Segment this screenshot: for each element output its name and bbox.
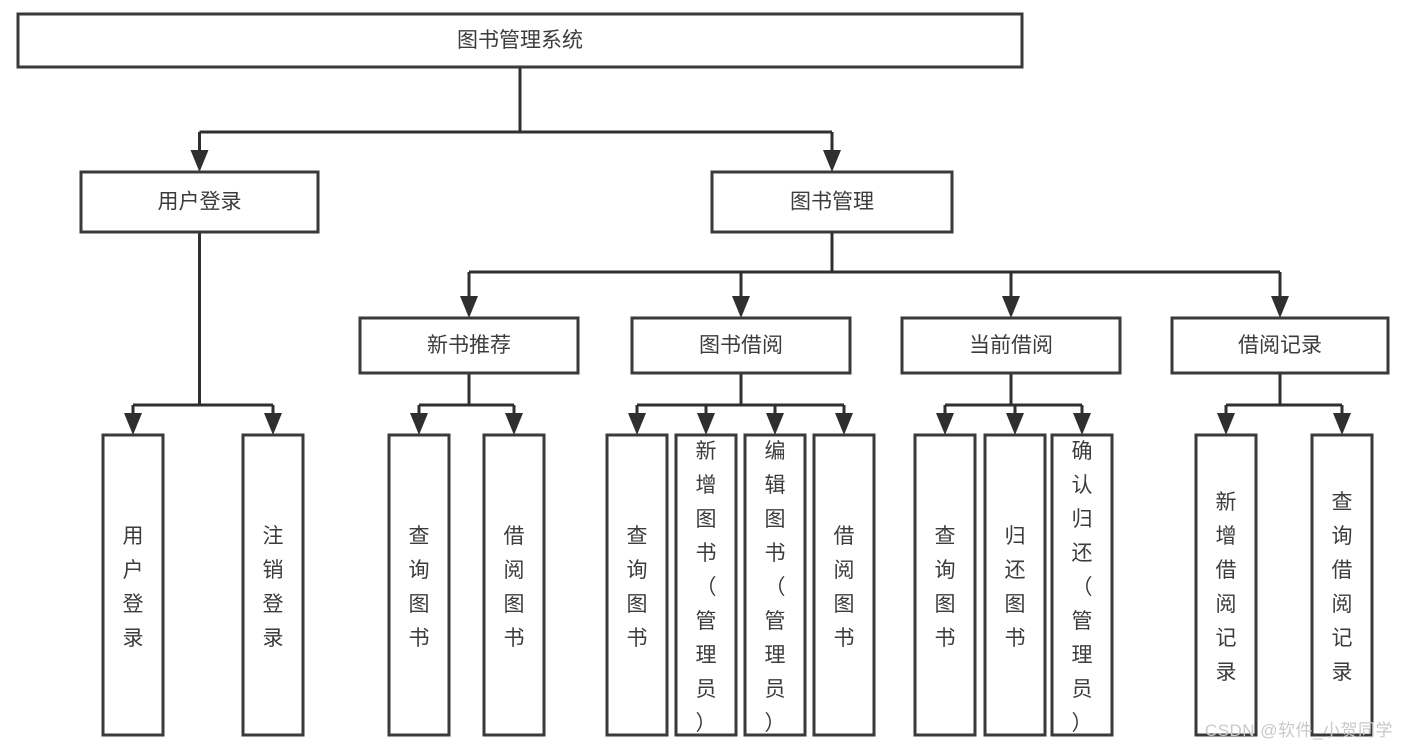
node-label-leaf-borrow-book-2: 借阅图书: [834, 525, 855, 650]
node-leaf-confirm-return[interactable]: 确认归还（管理员）: [1050, 433, 1114, 737]
node-box-current-borrow[interactable]: [900, 316, 1122, 375]
node-label-leaf-add-record: 新增借阅记录: [1216, 491, 1237, 684]
arrow-head-icon-borrow-record: [1271, 296, 1289, 318]
node-leaf-return-book[interactable]: 归还图书: [983, 433, 1047, 737]
node-user-login[interactable]: 用户登录: [79, 170, 320, 234]
arrow-head-icon-leaf-add-record: [1217, 413, 1235, 435]
node-box-leaf-edit-book[interactable]: [743, 433, 807, 737]
node-box-root[interactable]: [16, 12, 1024, 69]
node-label-borrow-record: 借阅记录: [1238, 334, 1322, 357]
node-leaf-query-record[interactable]: 查询借阅记录: [1310, 433, 1374, 737]
arrow-head-icon-leaf-confirm-return: [1073, 413, 1091, 435]
arrow-head-icon-leaf-query-book-3: [936, 413, 954, 435]
node-leaf-borrow-book-2[interactable]: 借阅图书: [812, 433, 876, 737]
node-leaf-query-book-3[interactable]: 查询图书: [913, 433, 977, 737]
arrow-head-icon-leaf-edit-book: [766, 413, 784, 435]
node-label-leaf-user-login: 用户登录: [123, 525, 144, 650]
node-label-leaf-confirm-return: 确认归还（管理员）: [1072, 440, 1093, 735]
node-label-leaf-return-book: 归还图书: [1005, 525, 1026, 650]
node-box-new-book-recommend[interactable]: [358, 316, 580, 375]
node-label-current-borrow: 当前借阅: [969, 334, 1053, 357]
node-label-leaf-query-record: 查询借阅记录: [1332, 491, 1353, 684]
node-leaf-user-login[interactable]: 用户登录: [101, 433, 165, 737]
node-box-leaf-query-book-1[interactable]: [387, 433, 451, 737]
arrow-head-icon-new-book-recommend: [460, 296, 478, 318]
node-box-book-borrow[interactable]: [630, 316, 852, 375]
arrow-head-icon-leaf-query-book-2: [628, 413, 646, 435]
arrow-head-icon-book-borrow: [732, 296, 750, 318]
node-leaf-borrow-book-1[interactable]: 借阅图书: [482, 433, 546, 737]
node-label-leaf-query-book-1: 查询图书: [409, 525, 430, 650]
connector-lines: [124, 67, 1351, 435]
node-label-leaf-query-book-3: 查询图书: [935, 525, 956, 650]
node-leaf-user-logout[interactable]: 注销登录: [241, 433, 305, 737]
node-book-borrow[interactable]: 图书借阅: [630, 316, 852, 375]
node-box-leaf-borrow-book-2[interactable]: [812, 433, 876, 737]
node-label-book-manage: 图书管理: [790, 191, 874, 214]
arrow-head-icon-leaf-user-logout: [264, 413, 282, 435]
arrow-head-icon-book-manage: [823, 150, 841, 172]
arrow-head-icon-leaf-query-record: [1333, 413, 1351, 435]
node-new-book-recommend[interactable]: 新书推荐: [358, 316, 580, 375]
arrow-head-icon-user-login: [190, 150, 209, 172]
node-root[interactable]: 图书管理系统: [16, 12, 1024, 69]
node-label-leaf-borrow-book-1: 借阅图书: [504, 525, 525, 650]
node-box-leaf-borrow-book-1[interactable]: [482, 433, 546, 737]
node-box-leaf-user-login[interactable]: [101, 433, 165, 737]
arrow-head-icon-leaf-borrow-book-1: [505, 413, 523, 435]
node-label-leaf-add-book: 新增图书（管理员）: [696, 440, 717, 735]
node-label-leaf-user-logout: 注销登录: [263, 525, 284, 650]
node-box-leaf-query-record[interactable]: [1310, 433, 1374, 737]
node-box-leaf-return-book[interactable]: [983, 433, 1047, 737]
node-current-borrow[interactable]: 当前借阅: [900, 316, 1122, 375]
node-box-leaf-add-book[interactable]: [674, 433, 738, 737]
node-label-leaf-edit-book: 编辑图书（管理员）: [765, 440, 786, 735]
node-label-leaf-query-book-2: 查询图书: [627, 525, 648, 650]
node-box-leaf-confirm-return[interactable]: [1050, 433, 1114, 737]
arrow-head-icon-current-borrow: [1002, 296, 1020, 318]
node-borrow-record[interactable]: 借阅记录: [1170, 316, 1390, 375]
node-box-user-login[interactable]: [79, 170, 320, 234]
node-box-leaf-add-record[interactable]: [1194, 433, 1258, 737]
arrow-head-icon-leaf-return-book: [1006, 413, 1024, 435]
node-boxes: 图书管理系统用户登录图书管理新书推荐图书借阅当前借阅借阅记录用户登录注销登录查询…: [16, 12, 1390, 737]
arrow-head-icon-leaf-user-login: [124, 413, 142, 435]
node-leaf-add-record[interactable]: 新增借阅记录: [1194, 433, 1258, 737]
node-label-new-book-recommend: 新书推荐: [427, 334, 511, 357]
node-label-book-borrow: 图书借阅: [699, 334, 783, 357]
node-leaf-query-book-2[interactable]: 查询图书: [605, 433, 669, 737]
arrow-head-icon-leaf-add-book: [697, 413, 715, 435]
arrow-head-icon-leaf-query-book-1: [410, 413, 428, 435]
node-label-root: 图书管理系统: [457, 29, 583, 52]
node-book-manage[interactable]: 图书管理: [710, 170, 954, 234]
arrow-head-icon-leaf-borrow-book-2: [835, 413, 853, 435]
node-box-leaf-query-book-3[interactable]: [913, 433, 977, 737]
node-label-user-login: 用户登录: [158, 191, 242, 214]
node-box-borrow-record[interactable]: [1170, 316, 1390, 375]
node-box-leaf-query-book-2[interactable]: [605, 433, 669, 737]
node-leaf-add-book[interactable]: 新增图书（管理员）: [674, 433, 738, 737]
node-leaf-edit-book[interactable]: 编辑图书（管理员）: [743, 433, 807, 737]
node-leaf-query-book-1[interactable]: 查询图书: [387, 433, 451, 737]
node-box-book-manage[interactable]: [710, 170, 954, 234]
node-box-leaf-user-logout[interactable]: [241, 433, 305, 737]
